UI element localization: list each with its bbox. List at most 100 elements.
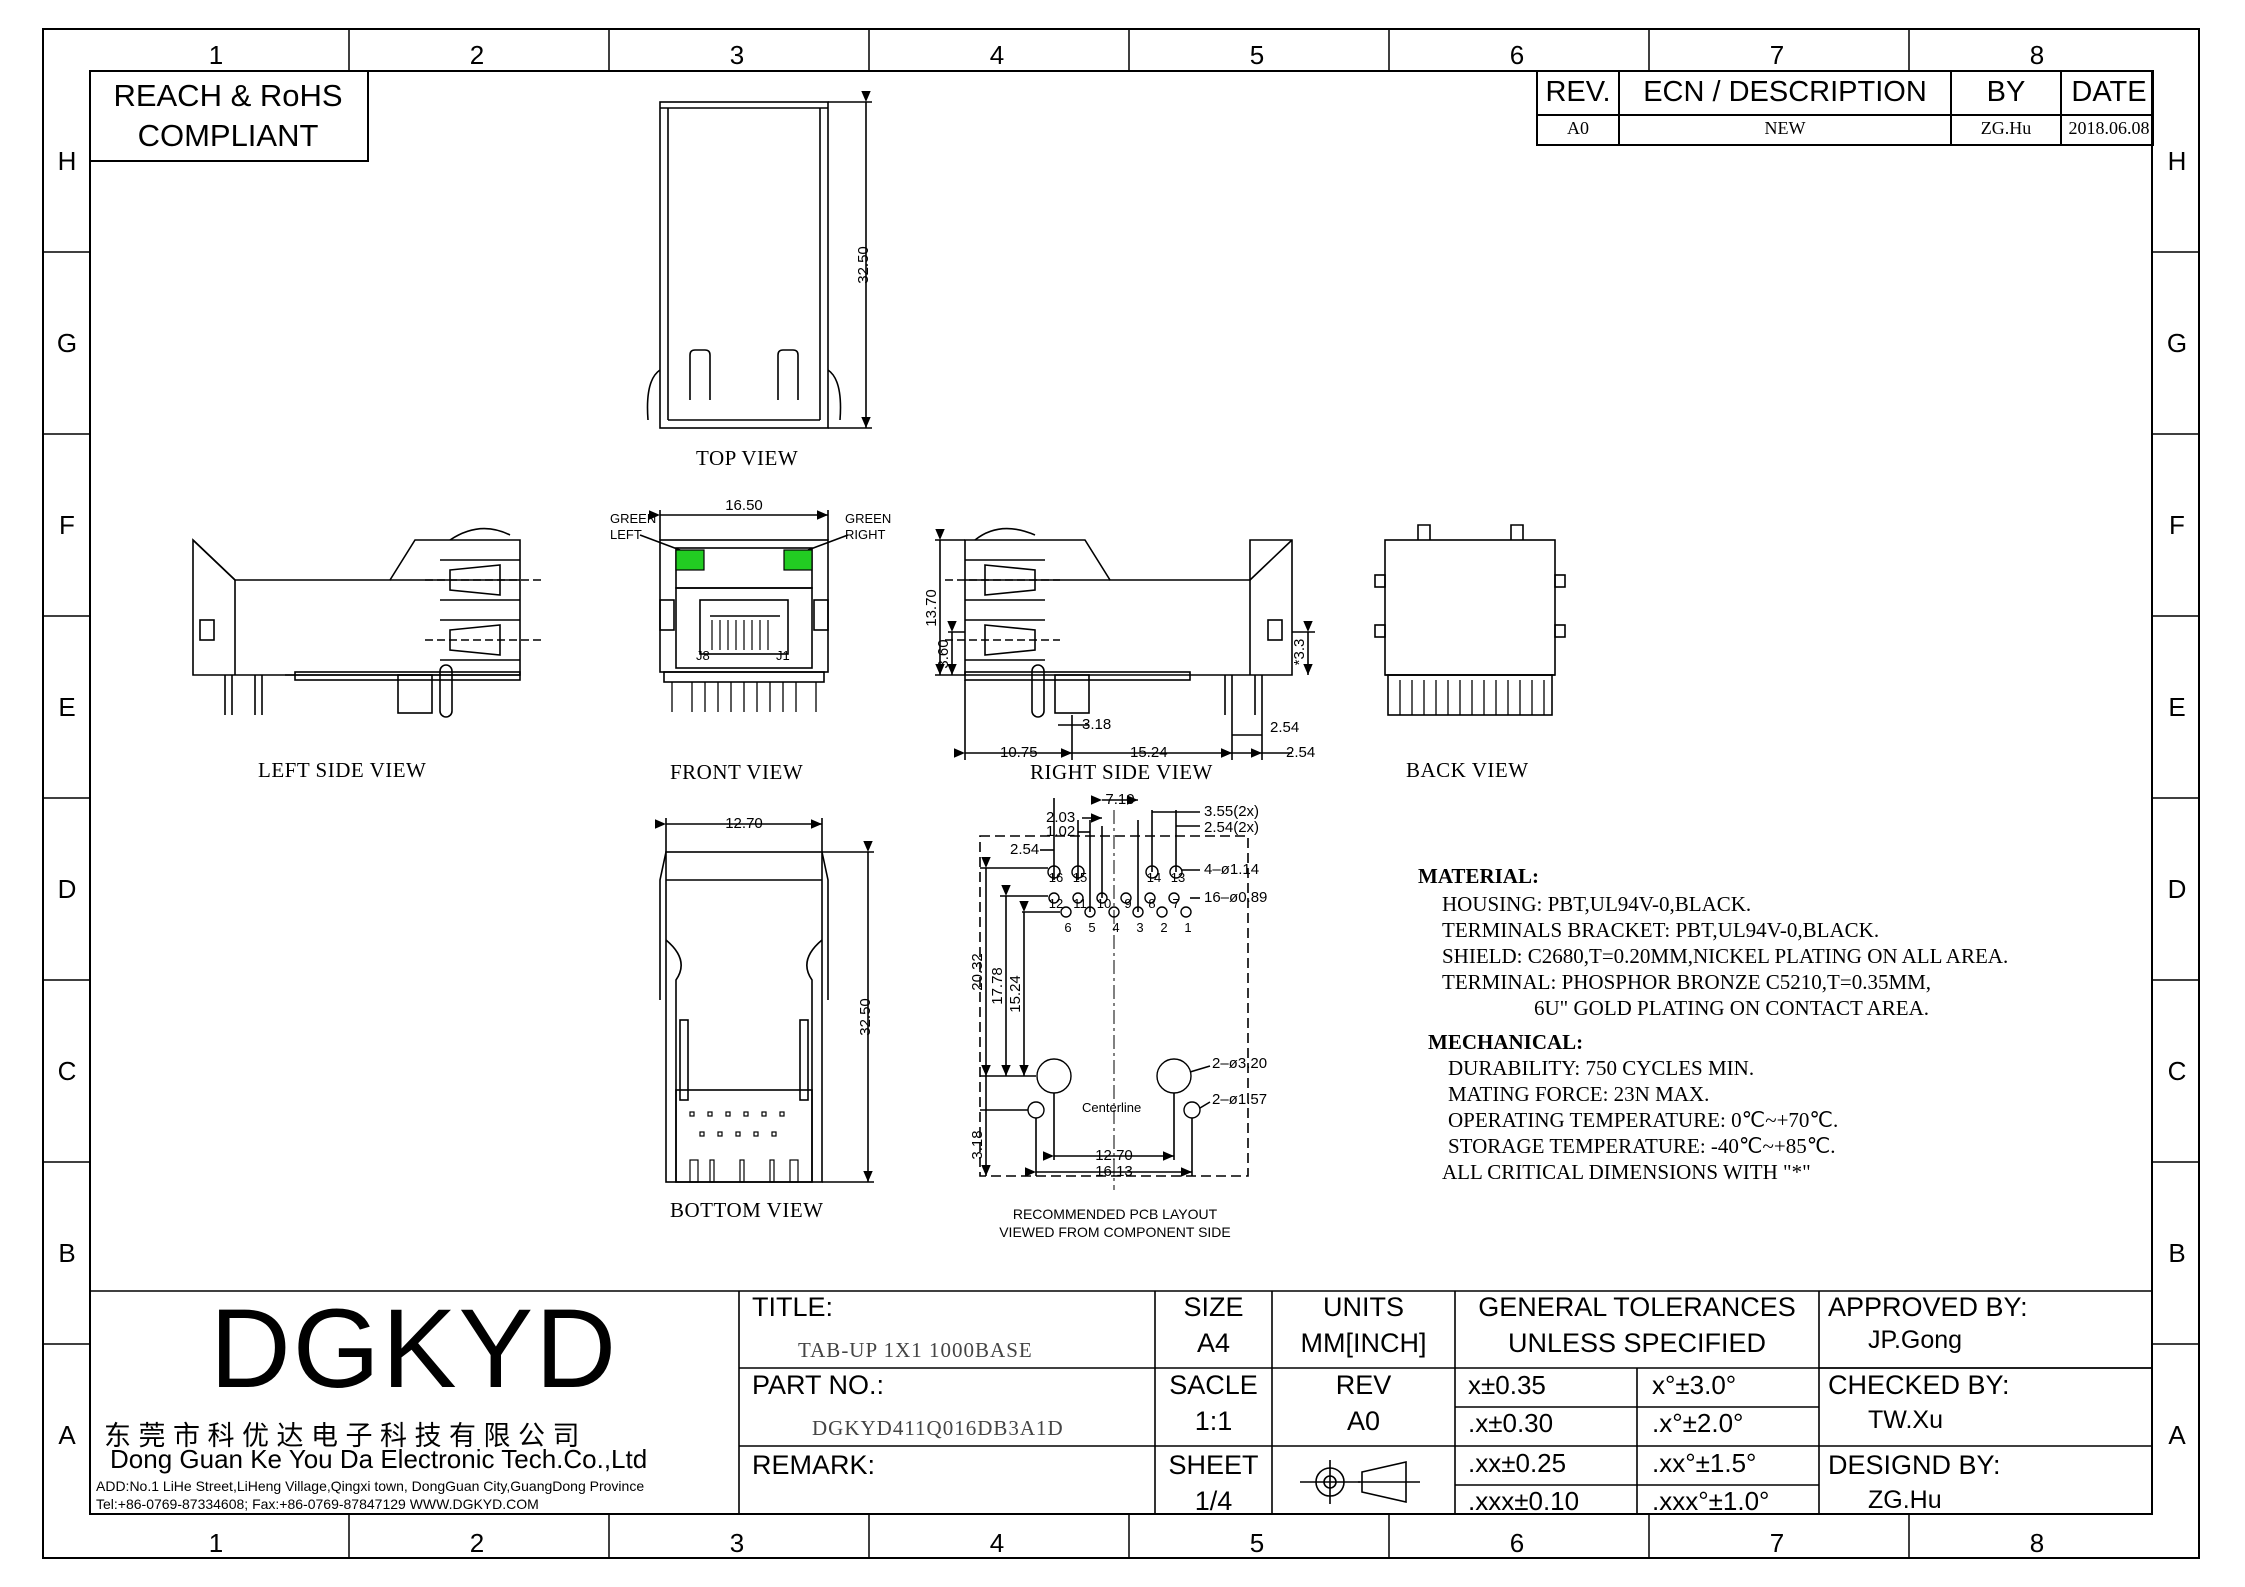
tol-angle-1: .x°±2.0° [1652, 1408, 1744, 1438]
dim-top-height: 32.50 [855, 246, 872, 284]
ecn-cell: NEW [1764, 118, 1806, 138]
ecn-header: ECN / DESCRIPTION [1643, 76, 1927, 108]
rev-header: REV. [1545, 76, 1611, 108]
zone-col-3: 3 [729, 40, 745, 70]
dim-pcb-16-13: 16.13 [1095, 1163, 1133, 1180]
dim-right-2-54a: 2.54 [1270, 719, 1299, 736]
dim-right-13-70: 13.70 [923, 589, 940, 627]
zone-row-c: C [57, 1056, 77, 1086]
back-view-label: BACK VIEW [1406, 758, 1529, 782]
date-cell: 2018.06.08 [2068, 118, 2150, 138]
title-block-lines [89, 1290, 2153, 1515]
pin-j8-label: J8 [696, 648, 710, 663]
compliance-box: REACH & RoHS COMPLIANT [89, 70, 369, 162]
checked-label: CHECKED BY: [1828, 1370, 2010, 1400]
zone-col-1: 1 [208, 1528, 224, 1558]
mechanical-line: MATING FORCE: 23N MAX. [1448, 1082, 1710, 1106]
zone-row-b: B [2168, 1238, 2186, 1268]
company-name-en: Dong Guan Ke You Da Electronic Tech.Co.,… [110, 1444, 648, 1474]
pcb-centerline-label: Centerline [1082, 1100, 1141, 1115]
zone-row-e: E [2168, 692, 2186, 722]
company-name-cn: 东 莞 市 科 优 达 电 子 科 技 有 限 公 司 [104, 1421, 580, 1451]
zone-col-2: 2 [469, 1528, 485, 1558]
back-view-drawing [1374, 524, 1566, 716]
top-view-drawing [646, 90, 872, 429]
dim-pcb-2-03: 2.03 [1046, 809, 1075, 826]
led-left-line2: LEFT [610, 527, 642, 542]
company-contact: Tel:+86-0769-87334608; Fax:+86-0769-8784… [96, 1496, 539, 1512]
led-left-line1: GREEN [610, 511, 656, 526]
zone-col-4: 4 [989, 1528, 1005, 1558]
company-address: ADD:No.1 LiHe Street,LiHeng Village,Qing… [96, 1478, 645, 1494]
pcb-pin-9: 9 [1124, 896, 1131, 911]
mechanical-line: OPERATING TEMPERATURE: 0℃~+70℃. [1448, 1108, 1839, 1132]
dim-pcb-hole1: 4–ø1.14 [1204, 861, 1259, 878]
tol-angle-3: .xxx°±1.0° [1652, 1486, 1770, 1516]
zone-col-1: 1 [208, 40, 224, 70]
bottom-view-label: BOTTOM VIEW [670, 1198, 824, 1222]
pcb-pin-11: 11 [1073, 896, 1087, 911]
front-view-label: FRONT VIEW [670, 760, 804, 784]
revision-table: REV. ECN / DESCRIPTION BY DATE A0 NEW ZG… [1536, 70, 2154, 146]
tol-angle-0: x°±3.0° [1652, 1370, 1737, 1400]
left-side-view-label: LEFT SIDE VIEW [258, 758, 427, 782]
tol-linear-1: .x±0.30 [1468, 1408, 1554, 1438]
pcb-pin-7: 7 [1172, 896, 1179, 911]
zone-row-f: F [59, 510, 75, 540]
approved-value: JP.Gong [1868, 1326, 1963, 1354]
zone-row-a: A [58, 1420, 76, 1450]
approved-label: APPROVED BY: [1828, 1292, 2028, 1322]
sheet-border [42, 28, 2200, 1559]
dim-pcb-2-54: 2.54 [1010, 841, 1039, 858]
size-value: A4 [1196, 1328, 1231, 1358]
zone-col-5: 5 [1249, 40, 1265, 70]
zone-row-g: G [2166, 328, 2188, 358]
pcb-pin-12: 12 [1049, 896, 1063, 911]
pcb-pin-3: 3 [1136, 920, 1143, 935]
pcb-layout-drawing [979, 795, 1249, 1190]
dim-pcb-hole3: 2–ø3.20 [1212, 1055, 1267, 1072]
date-header: DATE [2071, 76, 2147, 108]
zone-row-f: F [2169, 510, 2185, 540]
front-view-drawing [639, 510, 849, 712]
dim-right-3-18: 3.18 [1082, 716, 1111, 733]
bottom-view-drawing [654, 818, 874, 1183]
led-right-icon [783, 549, 813, 571]
tol-linear-0: x±0.35 [1468, 1370, 1546, 1400]
zone-col-6: 6 [1509, 1528, 1525, 1558]
zone-col-6: 6 [1509, 40, 1525, 70]
material-heading: MATERIAL: [1418, 864, 1539, 888]
pin-j1-label: J1 [776, 648, 790, 663]
zone-row-d: D [2167, 874, 2187, 904]
company-logo: DGKYD [209, 1286, 619, 1411]
title-value: TAB-UP 1X1 1000BASE [798, 1338, 1033, 1362]
pcb-pin-4: 4 [1112, 920, 1119, 935]
compliance-line1: REACH & RoHS [113, 78, 343, 113]
sheet-value: 1/4 [1194, 1486, 1233, 1516]
mechanical-line: DURABILITY: 750 CYCLES MIN. [1448, 1056, 1755, 1080]
right-side-view-drawing [935, 527, 1315, 760]
dim-pcb-3-55: 3.55(2x) [1204, 803, 1259, 820]
dim-right-15-24: 15.24 [1130, 744, 1168, 761]
title-label: TITLE: [752, 1292, 834, 1322]
zone-row-g: G [56, 328, 78, 358]
pcb-label-line1: RECOMMENDED PCB LAYOUT [1012, 1206, 1218, 1222]
material-line: TERMINALS BRACKET: PBT,UL94V-0,BLACK. [1442, 918, 1880, 942]
rev-label: REV [1335, 1370, 1392, 1400]
right-side-view-label: RIGHT SIDE VIEW [1030, 760, 1213, 784]
tol-angle-2: .xx°±1.5° [1652, 1448, 1757, 1478]
dim-pcb-12-70: 12.70 [1095, 1147, 1133, 1164]
dim-right-3-60: 3.60 [935, 639, 952, 668]
dim-pcb-1-02: 1.02 [1046, 823, 1075, 840]
tolerances-title: GENERAL TOLERANCES [1478, 1292, 1796, 1322]
pcb-label-line2: VIEWED FROM COMPONENT SIDE [999, 1224, 1231, 1240]
material-line: 6U" GOLD PLATING ON CONTACT AREA. [1534, 996, 1930, 1020]
led-right-line2: RIGHT [845, 527, 886, 542]
dim-right-3-3: *3.3 [1291, 639, 1308, 666]
dim-bottom-width: 12.70 [725, 815, 763, 832]
pcb-pin-6: 6 [1064, 920, 1071, 935]
zone-col-5: 5 [1249, 1528, 1265, 1558]
led-right-line1: GREEN [845, 511, 891, 526]
mechanical-heading: MECHANICAL: [1428, 1030, 1584, 1054]
